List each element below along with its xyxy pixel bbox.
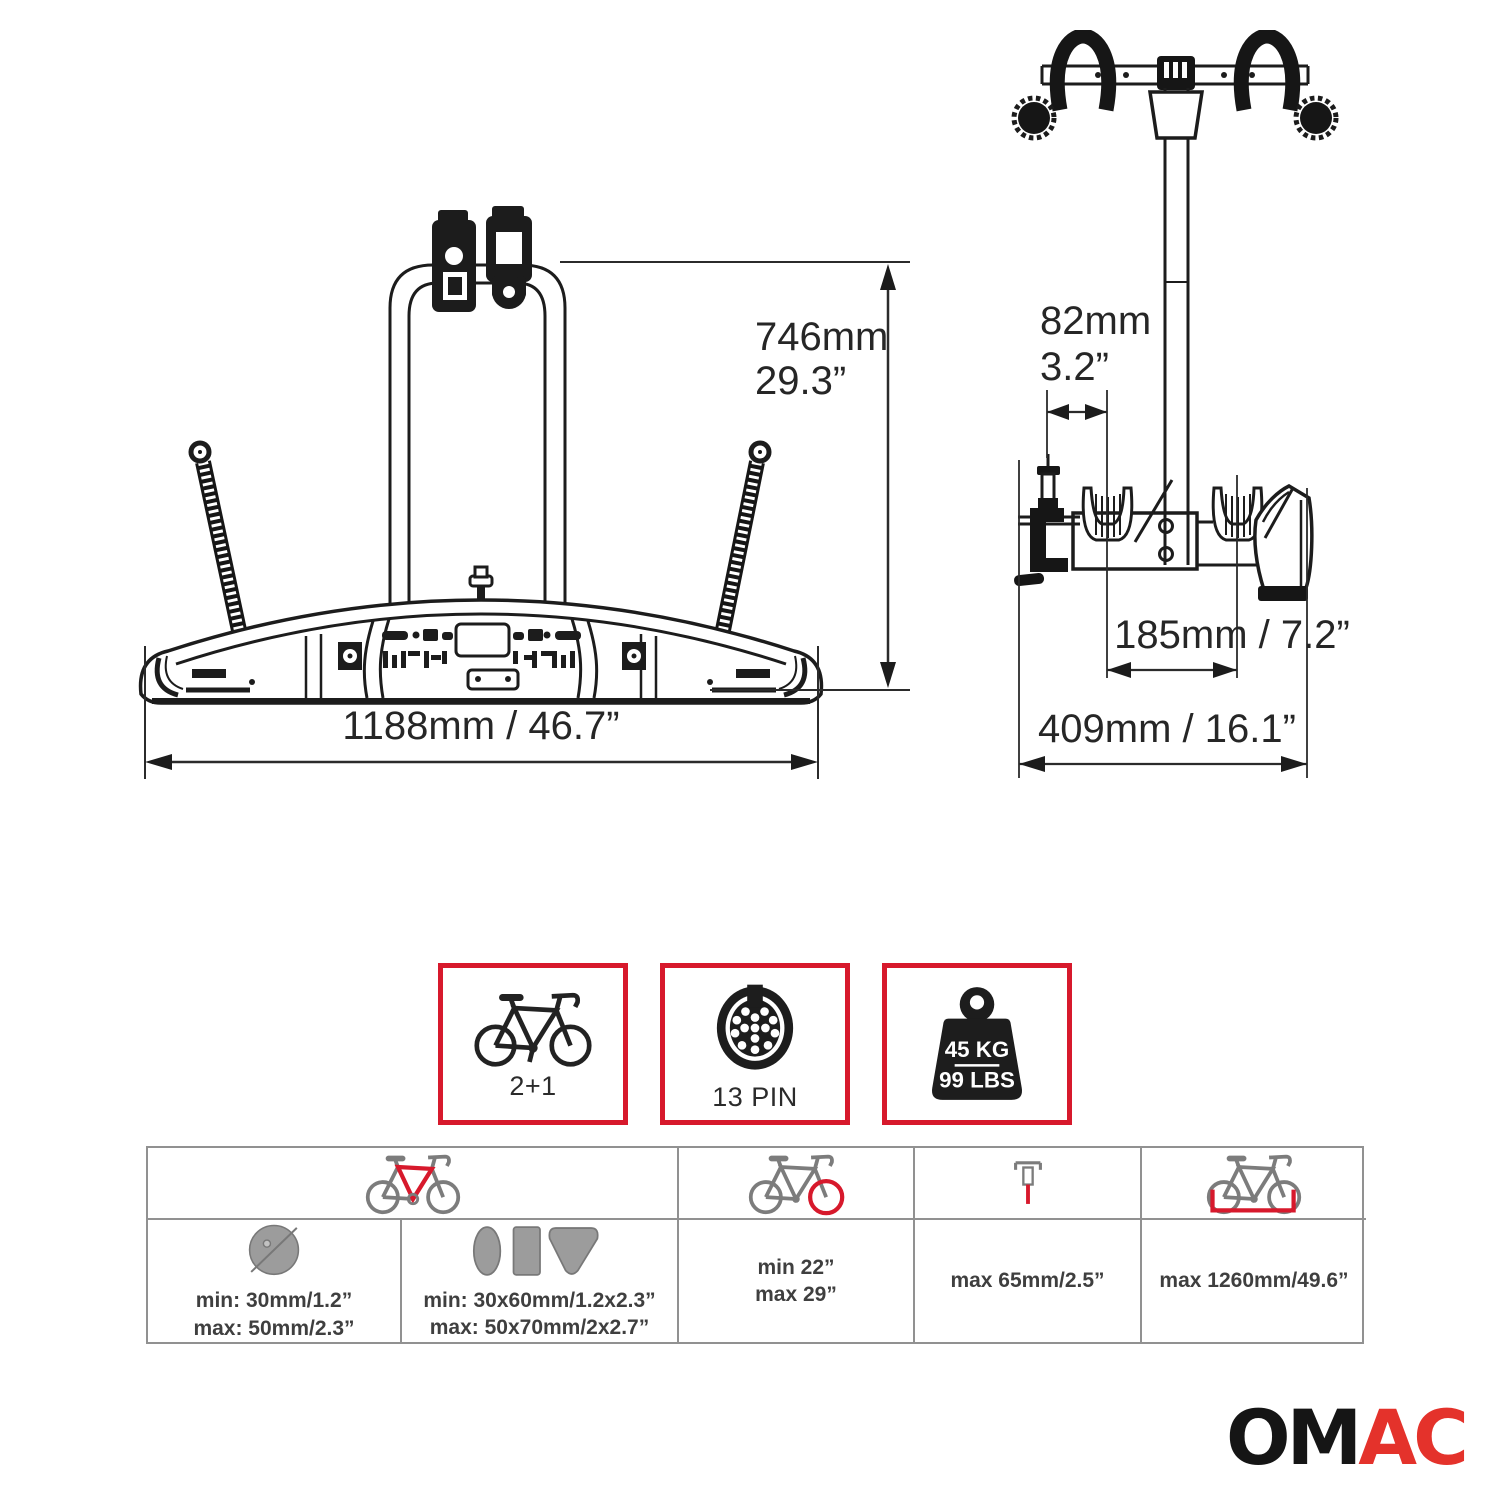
frame-holder-left	[1011, 30, 1117, 141]
badge-13-pin: 13 PIN	[660, 963, 850, 1125]
cell-wheel-size: min 22” max 29”	[679, 1220, 915, 1342]
wheel-size-min: min 22”	[757, 1255, 835, 1279]
side-depth-label: 409mm / 16.1”	[1038, 707, 1296, 751]
feature-badges: 2+1	[438, 963, 1072, 1125]
dimension-cradle-spacing	[1107, 475, 1238, 678]
max-load-kg-label: 45 KG	[945, 1037, 1010, 1062]
seatpost-max: max 65mm/2.5”	[950, 1269, 1105, 1293]
header-wheel-size	[679, 1148, 915, 1220]
bike-frame-highlight-icon	[365, 1154, 460, 1215]
spring-arm-left	[188, 440, 248, 637]
front-height-mm-label: 746mm	[755, 315, 888, 359]
side-hitch-in-label: 3.2”	[1040, 345, 1109, 389]
strut-left	[1133, 479, 1174, 543]
dimension-width	[144, 646, 819, 779]
header-seatpost	[915, 1148, 1142, 1220]
seatpost-icon	[1013, 1161, 1042, 1204]
cell-frame-round: min: 30mm/1.2” max: 50mm/2.3”	[148, 1220, 402, 1342]
bike-wheel-highlight-icon	[748, 1154, 845, 1216]
round-tube-icon	[248, 1224, 300, 1276]
badge-bike-capacity-label: 2+1	[509, 1070, 557, 1101]
cell-wheelbase: max 1260mm/49.6”	[1142, 1220, 1366, 1342]
wheel-size-max: max 29”	[755, 1283, 837, 1306]
rear-wedge	[1253, 484, 1314, 601]
frame-clamp-left	[432, 210, 476, 312]
u-frame-tube	[388, 263, 567, 608]
badge-bike-capacity: 2+1	[438, 963, 628, 1125]
wheel-cradle-left	[1081, 486, 1134, 542]
frame-clamp-right	[486, 206, 532, 309]
header-wheelbase	[1142, 1148, 1366, 1220]
frame-holder-right	[1233, 30, 1339, 141]
wheel-cradle-right	[1211, 486, 1264, 542]
side-spacing-label: 185mm / 7.2”	[1114, 613, 1350, 657]
dimension-hitch-offset	[1046, 390, 1108, 678]
side-view-drawing: 82mm 3.2” 185mm / 7.2” 409mm / 16.1”	[1011, 30, 1350, 778]
header-frame-size	[148, 1148, 679, 1220]
weight-icon: 45 KG 99 LBS	[932, 987, 1022, 1100]
max-load-lbs-label: 99 LBS	[939, 1068, 1015, 1093]
base-platform	[138, 565, 824, 705]
omac-logo-red: AC	[1358, 1393, 1469, 1482]
front-height-in-label: 29.3”	[755, 359, 846, 403]
front-width-label: 1188mm / 46.7”	[342, 704, 619, 748]
spec-table: min: 30mm/1.2” max: 50mm/2.3” min: 30x60…	[146, 1146, 1366, 1344]
dimension-height	[560, 261, 910, 691]
badge-13-pin-label: 13 PIN	[712, 1081, 798, 1112]
bike-wheelbase-highlight-icon	[1206, 1154, 1302, 1215]
frame-round-min: min: 30mm/1.2”	[195, 1289, 353, 1313]
connector-13pin-icon	[716, 984, 794, 1070]
frame-shaped-min: min: 30x60mm/1.2x2.3”	[423, 1288, 656, 1312]
omac-logo-black: OM	[1226, 1393, 1362, 1482]
badge-max-load: 45 KG 99 LBS	[882, 963, 1072, 1125]
frame-round-max: max: 50mm/2.3”	[193, 1316, 355, 1340]
tube-shapes-icon	[472, 1225, 599, 1276]
dimension-depth	[1018, 460, 1308, 778]
spring-arm-right	[714, 440, 772, 637]
omac-logo: OMAC	[1226, 1393, 1469, 1482]
wheelbase-max: max 1260mm/49.6”	[1159, 1269, 1349, 1293]
front-view-drawing: 746mm 29.3” 1188mm / 46.7”	[138, 206, 910, 779]
hitch-clamp	[1014, 454, 1080, 587]
side-hitch-mm-label: 82mm	[1040, 299, 1151, 343]
bicycle-icon	[474, 992, 592, 1067]
cell-frame-shaped: min: 30x60mm/1.2x2.3” max: 50x70mm/2x2.7…	[402, 1220, 679, 1342]
cell-seatpost: max 65mm/2.5”	[915, 1220, 1142, 1342]
frame-shaped-max: max: 50x70mm/2x2.7”	[429, 1316, 650, 1339]
